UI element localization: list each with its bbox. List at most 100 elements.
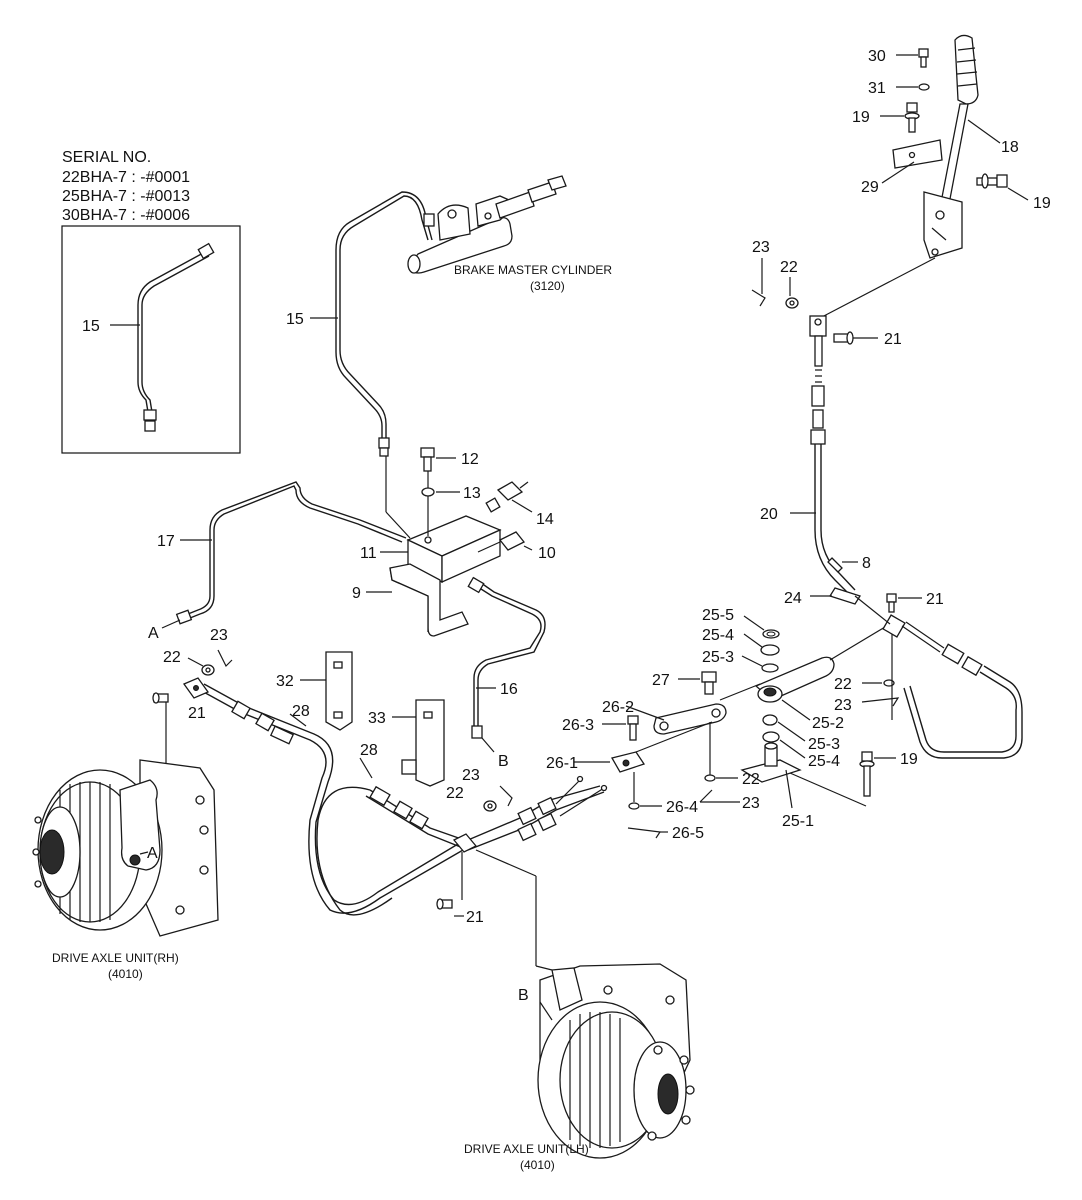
lever-rod-to-clevis [819,257,936,319]
rod-to-clevis [633,721,713,802]
leader-23-mid [699,789,740,803]
label-25-3-bottom: 25-3 [808,736,840,753]
label-15-inset: 15 [82,318,100,335]
label-21-bottom: 21 [466,909,484,926]
caption-master-cylinder-code: (3120) [530,279,565,293]
label-25-3-top: 25-3 [702,649,734,666]
label-15: 15 [286,311,304,328]
label-28-top: 28 [292,703,310,720]
washer-22-top [785,277,799,309]
label-13: 13 [463,485,481,502]
clip-26-5 [627,827,668,839]
label-24: 24 [784,590,802,607]
label-26-2: 26-2 [602,699,634,716]
label-22-right: 22 [834,676,852,693]
pin-21-right [886,593,922,613]
label-25-5: 25-5 [702,607,734,624]
label-32: 32 [276,673,294,690]
label-11: 11 [360,545,377,562]
serial-line-1: 22BHA-7 : -#0001 [62,169,190,186]
label-21-top: 21 [884,331,902,348]
label-a-pipe: A [148,625,159,642]
pin-26-3 [602,715,639,741]
washer-22-right [862,679,895,687]
label-9: 9 [352,585,361,602]
serial-title: SERIAL NO. [62,149,151,166]
label-22-mid: 22 [742,771,760,788]
brake-pipe-junction-11 [380,456,502,584]
label-25-1: 25-1 [782,813,814,830]
bracket-24 [810,587,861,605]
washer-25-4-bottom [762,731,806,759]
bolt-19-bottom [859,751,896,797]
brake-pipe-17 [161,481,407,629]
bracket-25-1 [740,742,867,809]
label-30: 30 [868,48,886,65]
label-21-left: 21 [188,705,206,722]
drive-axle-unit-rh [32,759,219,937]
label-25-2: 25-2 [812,715,844,732]
label-27: 27 [652,672,670,689]
label-26-5: 26-5 [672,825,704,842]
label-a-axle: A [147,845,158,862]
label-26-1: 26-1 [546,755,578,772]
label-23-top: 23 [752,239,770,256]
label-20: 20 [760,506,778,523]
cable-clevis-top [809,315,827,445]
label-8: 8 [862,555,871,572]
bolt-12 [420,447,456,472]
washer-26-4 [628,802,662,810]
label-22-top: 22 [780,259,798,276]
label-26-4: 26-4 [666,799,698,816]
clip-23-top [751,258,766,307]
caption-axle-rh: DRIVE AXLE UNIT(RH) [52,951,179,965]
leader-25-2 [781,699,811,721]
lever-bracket-29 [881,139,943,184]
brake-pipe-15 [310,191,435,457]
pin-21-top [833,331,878,345]
serial-line-2: 25BHA-7 : -#0013 [62,188,190,205]
label-18: 18 [1001,139,1019,156]
label-23-right: 23 [834,697,852,714]
pin-21-bottom [436,898,464,917]
washer-22-center [483,800,497,812]
bolt-27 [678,671,717,695]
caption-axle-lh-code: (4010) [520,1158,555,1172]
spacer-25-3-bottom [762,714,806,742]
label-16: 16 [500,681,518,698]
label-19-top: 19 [852,109,870,126]
label-21-right: 21 [926,591,944,608]
label-19-mid: 19 [1033,195,1051,212]
bolt-19-mid [976,173,1029,201]
label-28-bottom: 28 [360,742,378,759]
brake-master-cylinder [407,175,567,274]
washer-22-mid [704,774,738,782]
serial-inset-box [61,225,241,454]
parking-cable-28 [199,683,471,916]
label-22-left: 22 [163,649,181,666]
washer-31 [896,83,930,91]
drive-axle-unit-lh [537,963,695,1159]
clip-23-right [861,697,900,707]
part-labels: 15 15 30 31 19 18 29 19 23 22 21 12 13 1… [82,48,1051,1004]
label-23-center: 23 [462,767,480,784]
bracket-32 [300,651,353,731]
label-14: 14 [536,511,554,528]
serial-line-3: 30BHA-7 : -#0006 [62,207,190,224]
parking-brake-cable-20 [790,444,856,596]
label-22-center: 22 [446,785,464,802]
bolt-19-top [880,102,920,133]
label-25-4-bottom: 25-4 [808,753,840,770]
washer-13 [421,487,460,497]
fitting-8 [827,557,858,573]
washer-22-left [187,657,215,676]
clip-23-center [499,785,513,807]
label-31: 31 [868,80,886,97]
cable-end-right-pair [467,775,608,851]
brake-switch-14 [485,481,533,513]
bolt-30 [896,48,929,68]
label-12: 12 [461,451,479,468]
fitting-10 [477,531,533,553]
label-33: 33 [368,710,386,727]
